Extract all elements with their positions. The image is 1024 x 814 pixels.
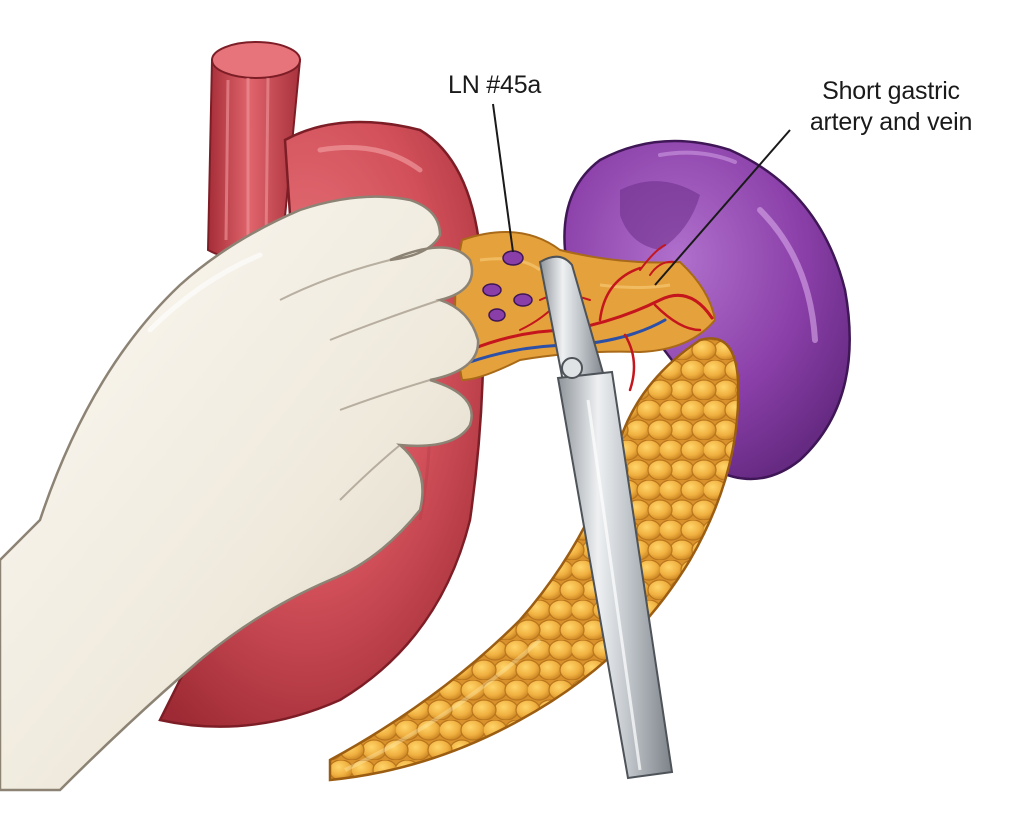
- leader-line-ln45a: [492, 103, 514, 253]
- gloved-hand: [0, 195, 480, 792]
- label-short-gastric-line2: artery and vein: [809, 108, 973, 136]
- pancreas: [328, 337, 740, 782]
- label-ln-45a: LN #45a: [448, 71, 542, 99]
- leader-line-short-gastric: [654, 129, 791, 286]
- surgical-forceps: [538, 255, 674, 780]
- label-short-gastric-line1: Short gastric: [822, 77, 960, 105]
- gastrosplenic-ligament: [454, 231, 717, 382]
- lymph-nodes: [482, 250, 533, 322]
- leader-lines: [492, 103, 791, 286]
- label-short-gastric-vessels: Short gastric artery and vein: [806, 76, 976, 138]
